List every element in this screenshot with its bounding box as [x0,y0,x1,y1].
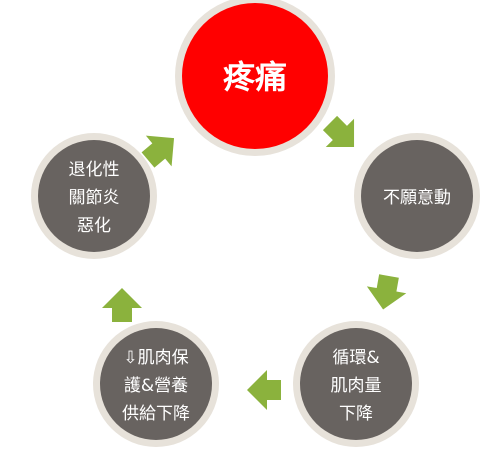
node-protection-line-3: 供給下降 [122,404,190,424]
node-pain-label: 疼痛 [223,58,287,96]
node-arthritis-line-3: 惡化 [77,216,111,236]
node-arthritis-worsening: 退化性 關節炎 惡化 [31,133,157,259]
arrow-down-icon [366,274,407,310]
arrow-right-icon [322,115,355,148]
node-protection-nutrition-decline: ⇩肌肉保 護&營養 供給下降 [93,321,219,447]
node-circulation-muscle-decline: 循環& 肌肉量 下降 [293,321,419,447]
node-unwilling-to-move-label: 不願意動 [383,188,451,208]
node-circulation-line-3: 下降 [339,404,373,424]
arrow-up-icon [102,288,142,322]
node-arthritis-line-1: 退化性 [69,160,120,180]
node-arthritis-line-2: 關節炎 [69,188,120,208]
arrow-up-right-icon [141,135,175,168]
node-pain: 疼痛 [175,0,335,156]
cycle-arrows [102,115,407,410]
node-protection-line-2: 護&營養 [124,376,188,396]
node-circulation-line-1: 循環& [332,348,379,368]
node-protection-line-1: ⇩肌肉保 [123,348,188,368]
node-unwilling-to-move: 不願意動 [354,133,480,259]
node-circulation-line-2: 肌肉量 [331,376,382,396]
arrow-left-icon [247,370,281,410]
